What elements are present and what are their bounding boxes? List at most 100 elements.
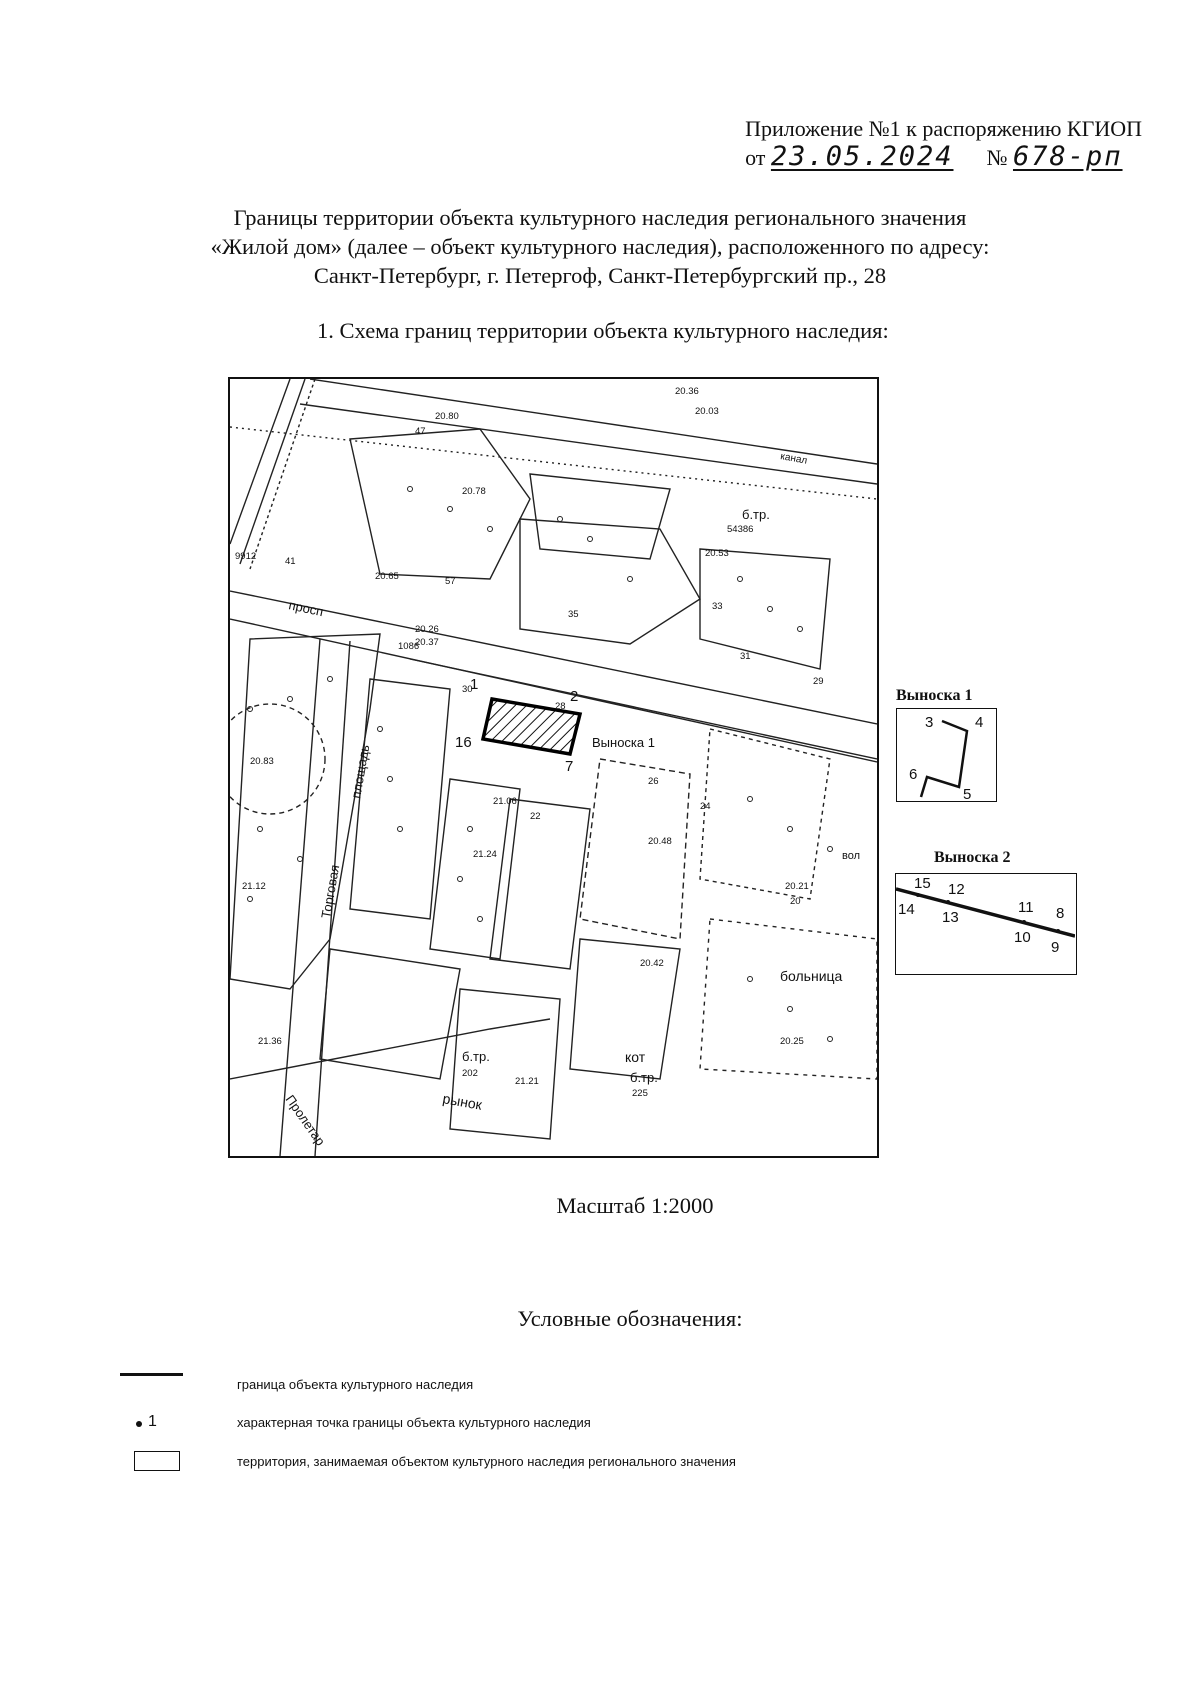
label-kot: кот: [625, 1049, 646, 1065]
elevation: 21.06: [493, 796, 517, 807]
label-prosp: просп: [287, 597, 324, 619]
building-number: 1086: [398, 641, 419, 652]
canal-dots: [230, 426, 877, 500]
building-number: 20: [790, 896, 801, 907]
date-prefix: от: [745, 145, 766, 170]
block-south-1: [319, 948, 461, 1080]
elevation: 20.21: [785, 881, 809, 892]
avenue-edge-south: [230, 618, 877, 763]
building-number: 31: [740, 651, 751, 662]
order-date-line: от 23.05.2024 № 678-рп: [745, 143, 1142, 172]
building-number: 33: [712, 601, 723, 612]
inset-1-drawing: 3 4 6 5: [909, 714, 983, 803]
elevation: 20.42: [640, 958, 664, 969]
avenue-sidewalk: [409, 658, 877, 760]
elevation: 20.78: [462, 486, 486, 497]
elevation: 21.12: [242, 881, 266, 892]
building-number: 54386: [727, 524, 753, 535]
inset-2-point: 9: [1051, 939, 1059, 956]
building-number: 225: [632, 1088, 648, 1099]
title-line-1: Границы территории объекта культурного н…: [233, 205, 967, 230]
elevation: 20.53: [705, 548, 729, 559]
elevation: 20.25: [780, 1036, 804, 1047]
order-number: 678-рп: [1012, 141, 1123, 172]
boundary-point-label: 7: [565, 758, 573, 775]
elevation: 20.36: [675, 386, 699, 397]
elevation: 20.26: [415, 624, 439, 635]
elevation: 20.65: [375, 571, 399, 582]
canal-edge-1: [309, 379, 877, 465]
inset-2-drawing: 15 12 11 8 14 13 10 9: [895, 875, 1076, 956]
inset-1-point: 5: [963, 786, 971, 800]
elevation: 20.37: [415, 637, 439, 648]
block-north-4: [699, 548, 831, 670]
title-line-2: «Жилой дом» (далее – объект культурного …: [210, 234, 990, 259]
street-torgovaya-east: [314, 640, 351, 1156]
appendix-header: Приложение №1 к распоряжению КГИОП от 23…: [745, 115, 1142, 172]
label-proletarskaya: Пролетар: [283, 1092, 329, 1148]
label-vynoska: Выноска 1: [592, 735, 655, 750]
inset-2: 15 12 11 8 14 13 10 9: [895, 873, 1077, 975]
building-number: 30: [462, 684, 473, 695]
inset-2-boundary: [895, 887, 1076, 938]
street-proletarskaya: [230, 1018, 551, 1080]
number-prefix: №: [986, 145, 1008, 170]
label-btr-2: б.тр.: [462, 1049, 490, 1064]
block-south-east: [699, 918, 877, 1080]
inset-1-point: 3: [925, 714, 933, 731]
block-central-3: [489, 798, 591, 970]
legend-text: территория, занимаемая объектом культурн…: [237, 1454, 736, 1469]
label-vol: вол: [842, 850, 860, 862]
map-drawing: просп площадь Торговая Пролетар рынок бо…: [230, 379, 877, 1156]
label-ploshchad: площадь: [348, 743, 372, 799]
label-btr-3: б.тр.: [630, 1070, 658, 1085]
building-number: 202: [462, 1068, 478, 1079]
boundary-point-label: 2: [570, 688, 578, 705]
inset-1: 3 4 6 5: [896, 708, 997, 803]
territory-rect-symbol: [134, 1451, 180, 1471]
elevation: 20.03: [695, 406, 719, 417]
inset-2-point: 15: [914, 875, 931, 892]
building-number: 41: [285, 556, 296, 567]
point-symbol: [136, 1421, 142, 1427]
elevation: 20.80: [435, 411, 459, 422]
inset-2-point: 14: [898, 901, 915, 918]
inset-1-point: 4: [975, 714, 983, 731]
building-number: 47: [415, 426, 426, 437]
rail-3: [249, 379, 316, 570]
appendix-title: Приложение №1 к распоряжению КГИОП: [745, 116, 1142, 141]
label-bolnitsa: больница: [780, 968, 843, 984]
inset-2-point: 11: [1018, 899, 1034, 916]
block-north-1: [349, 428, 531, 580]
building-number: 22: [530, 811, 541, 822]
boundary-line-symbol: [120, 1373, 183, 1376]
label-kanal: канал: [779, 451, 808, 467]
block-south-2: [449, 988, 561, 1140]
elevation: 21.24: [473, 849, 497, 860]
heritage-object-boundary: [480, 696, 583, 757]
section-heading: 1. Схема границ территории объекта культ…: [317, 318, 889, 343]
block-central-4: [579, 758, 691, 940]
building-number: 26: [648, 776, 659, 787]
legend-text: характерная точка границы объекта культу…: [237, 1415, 591, 1430]
building-number: 9912: [235, 551, 256, 562]
inset-2-point: 12: [948, 881, 965, 898]
inset-2-title: Выноска 2: [934, 849, 1011, 866]
block-south-3: [569, 938, 681, 1080]
canal-edge-2: [299, 403, 877, 485]
block-north-2: [529, 473, 671, 560]
building-number: 29: [813, 676, 824, 687]
label-rynok: рынок: [441, 1090, 484, 1113]
inset-1-point: 6: [909, 766, 917, 783]
street-torgovaya-west: [279, 638, 321, 1156]
document-title: Границы территории объекта культурного н…: [0, 203, 1200, 290]
elevation: 20.83: [250, 756, 274, 767]
block-central-1: [349, 678, 451, 920]
cadastral-map: просп площадь Торговая Пролетар рынок бо…: [228, 377, 879, 1158]
point-symbol-label: 1: [148, 1413, 157, 1430]
building-number: 28: [555, 701, 566, 712]
inset-1-boundary: [919, 719, 969, 798]
rail-1: [230, 379, 291, 545]
building-number: 57: [445, 576, 456, 587]
block-east-1: [699, 728, 831, 900]
